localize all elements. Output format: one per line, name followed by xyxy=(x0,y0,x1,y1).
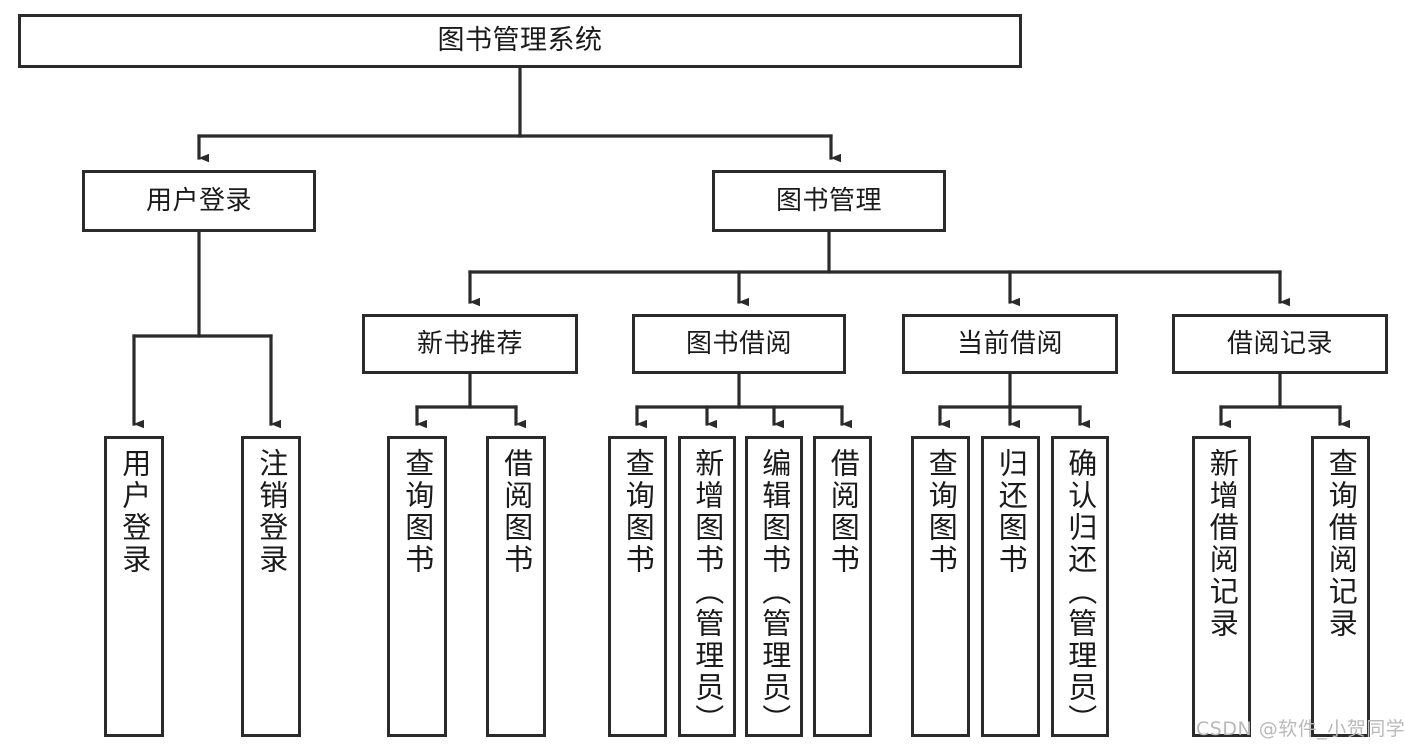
node-label: 查询图书 xyxy=(400,448,435,576)
node-label: 编辑图书（管理员） xyxy=(757,448,792,736)
node-label: 借阅图书 xyxy=(499,448,534,576)
node-label: 新书推荐 xyxy=(416,328,523,359)
node-borrow-record[interactable]: 借阅记录 xyxy=(1172,314,1388,374)
node-current-borrow[interactable]: 当前借阅 xyxy=(902,314,1118,374)
node-label: 查询图书 xyxy=(621,448,656,576)
node-leaf-logout[interactable]: 注销登录 xyxy=(241,436,301,737)
node-root-system[interactable]: 图书管理系统 xyxy=(18,14,1022,68)
node-label: 查询图书 xyxy=(924,448,959,576)
node-label: 用户登录 xyxy=(117,448,152,576)
node-leaf-query-book-rec[interactable]: 查询图书 xyxy=(387,436,447,737)
csdn-watermark: CSDN @软件_小贺同学 xyxy=(1196,718,1405,740)
node-leaf-query-book-borrow[interactable]: 查询图书 xyxy=(608,436,667,737)
node-leaf-query-book-cur[interactable]: 查询图书 xyxy=(911,436,970,737)
node-leaf-confirm-return[interactable]: 确认归还（管理员） xyxy=(1051,436,1109,737)
node-new-book-recommend[interactable]: 新书推荐 xyxy=(362,314,578,374)
node-label: 注销登录 xyxy=(254,448,289,576)
node-book-manage[interactable]: 图书管理 xyxy=(712,170,946,232)
node-user-login[interactable]: 用户登录 xyxy=(82,170,316,232)
node-label: 新增图书（管理员） xyxy=(690,448,725,736)
node-leaf-borrow-book-rec[interactable]: 借阅图书 xyxy=(486,436,546,737)
node-label: 归还图书 xyxy=(994,448,1029,576)
node-label: 新增借阅记录 xyxy=(1205,448,1240,640)
node-label: 图书管理 xyxy=(775,185,882,216)
node-label: 确认归还（管理员） xyxy=(1063,448,1098,736)
node-leaf-user-login[interactable]: 用户登录 xyxy=(104,436,164,737)
node-leaf-edit-book[interactable]: 编辑图书（管理员） xyxy=(745,436,803,737)
node-label: 借阅图书 xyxy=(826,448,861,576)
node-label: 当前借阅 xyxy=(956,328,1063,359)
node-label: 用户登录 xyxy=(145,185,252,216)
node-label: 借阅记录 xyxy=(1226,328,1333,359)
node-label: 图书管理系统 xyxy=(437,25,603,57)
node-label: 查询借阅记录 xyxy=(1324,448,1359,640)
node-leaf-borrow-book[interactable]: 借阅图书 xyxy=(813,436,872,737)
node-leaf-return-book[interactable]: 归还图书 xyxy=(981,436,1040,737)
node-leaf-query-record[interactable]: 查询借阅记录 xyxy=(1311,436,1370,737)
node-book-borrow[interactable]: 图书借阅 xyxy=(632,314,846,374)
node-leaf-add-record[interactable]: 新增借阅记录 xyxy=(1192,436,1251,737)
node-leaf-add-book[interactable]: 新增图书（管理员） xyxy=(678,436,736,737)
node-label: 图书借阅 xyxy=(685,328,792,359)
